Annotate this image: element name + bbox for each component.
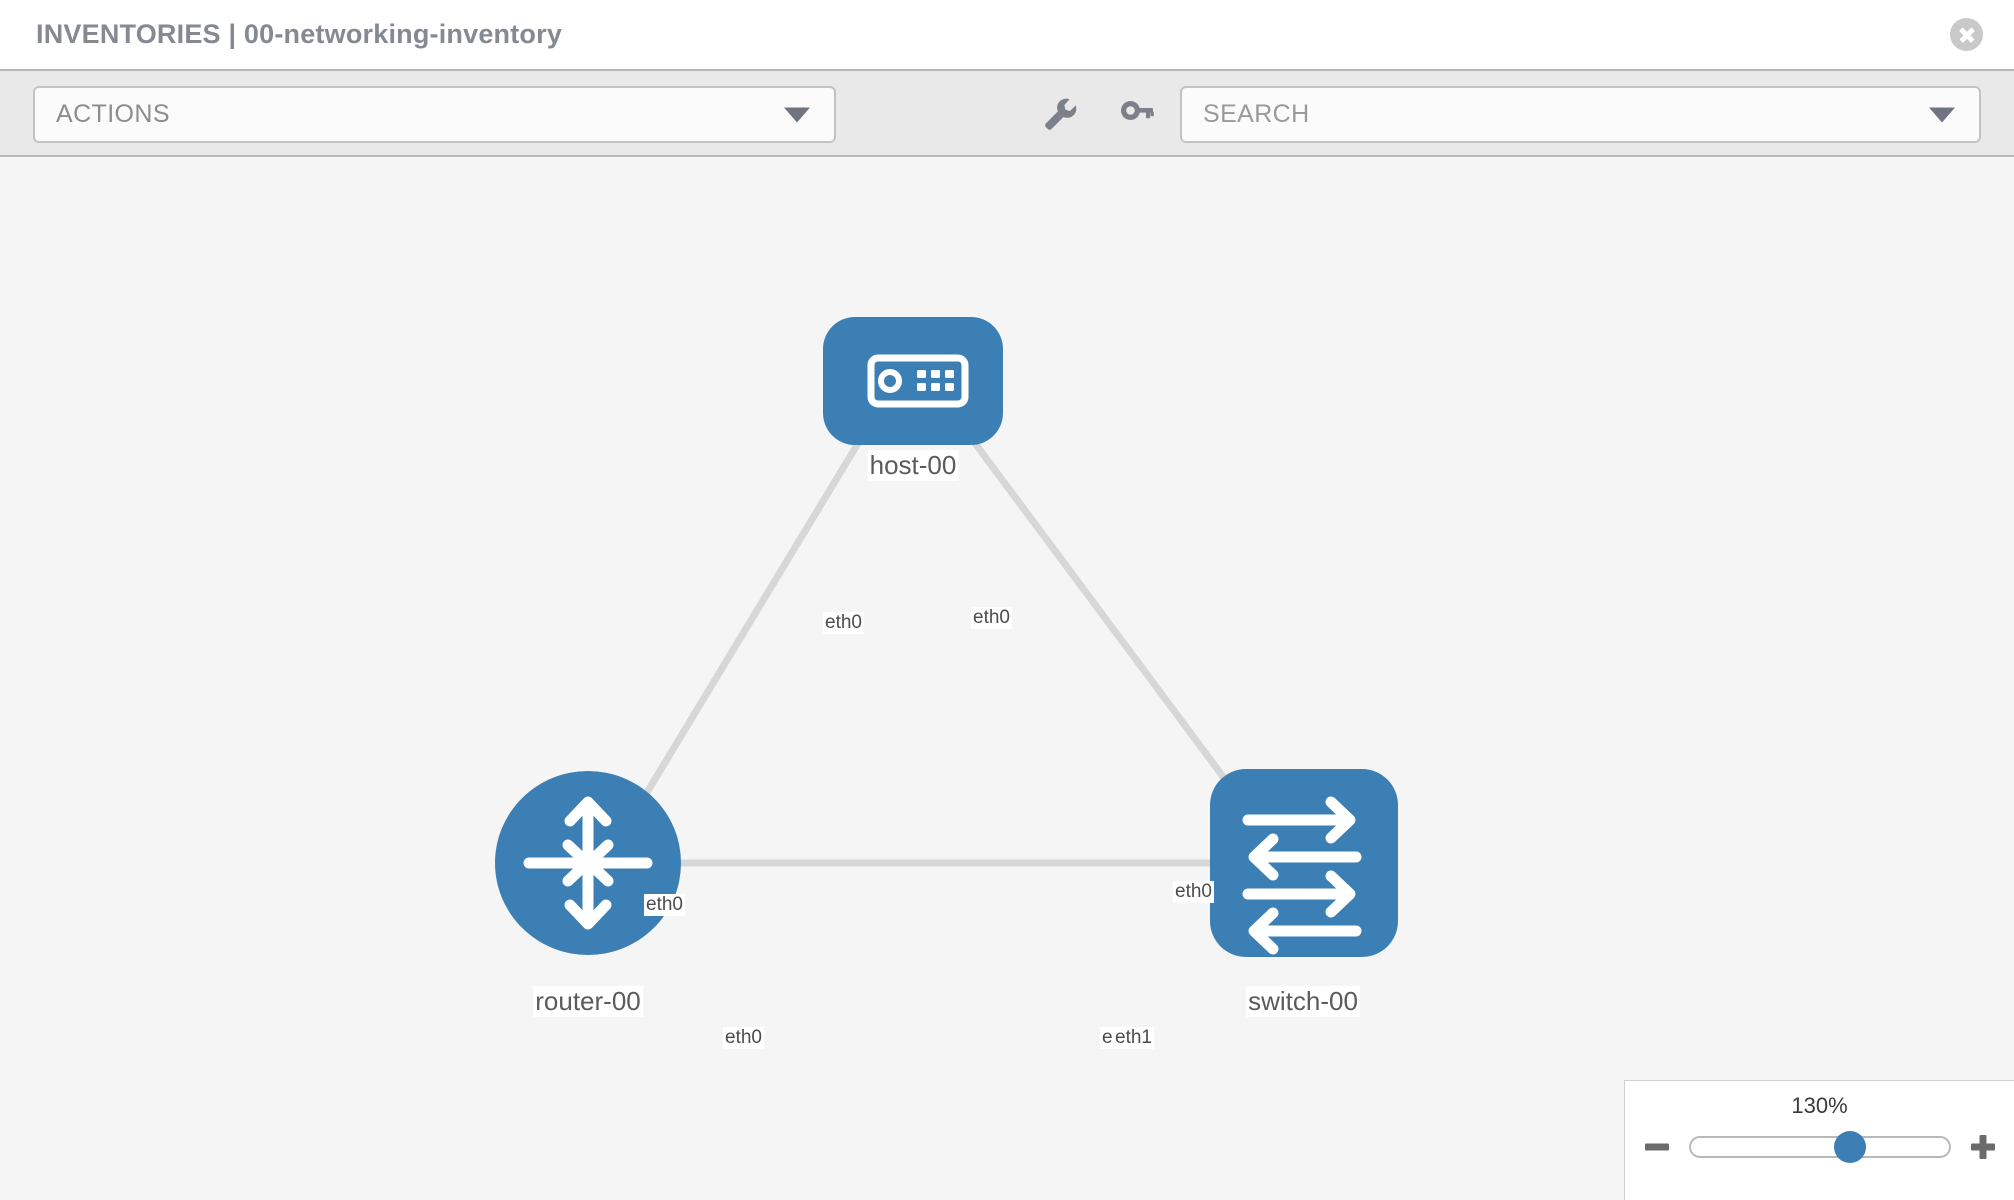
zoom-control-panel: 130% [1624,1080,2014,1200]
server-icon [867,354,969,408]
node-router-00 [495,771,681,955]
chevron-down-icon [784,107,810,122]
topology-graph [495,317,1398,957]
topology-edges [617,404,1265,867]
search-placeholder: SEARCH [1203,100,1310,128]
wrench-icon[interactable] [1040,93,1080,133]
node-switch-00 [1210,769,1398,957]
zoom-slider-thumb[interactable] [1834,1131,1867,1163]
zoom-slider[interactable] [1688,1131,1951,1163]
search-input[interactable]: SEARCH [1180,86,1981,143]
iface-label-host00-right: eth0 [971,607,1012,629]
node-label-host-00: host-00 [867,450,959,481]
node-label-router-00: router-00 [533,986,643,1017]
zoom-level-label: 130% [1791,1093,1848,1118]
page-title: INVENTORIES | 00-networking-inventory [36,19,563,49]
toolbar-icon-group [1040,93,1156,133]
node-label-switch-00: switch-00 [1246,986,1360,1017]
iface-label-router00-eth0: eth0 [723,1027,764,1049]
router-arrows-icon [523,796,653,930]
toolbar: ACTIONS SEARCH [0,69,2014,157]
iface-label-switch00-uplink: eth0 [1173,881,1214,903]
topology-canvas[interactable]: host-00 router-00 switch-00 eth0 eth0 et… [0,157,2014,1200]
minus-icon[interactable] [1643,1133,1671,1161]
close-icon[interactable] [1950,18,1983,51]
window-header: INVENTORIES | 00-networking-inventory [0,0,2014,69]
actions-dropdown[interactable]: ACTIONS [33,86,836,143]
iface-label-switch00-eth1: eth1 [1113,1027,1154,1049]
edge-host00-switch00 [945,404,1265,832]
actions-dropdown-label: ACTIONS [56,100,170,128]
switch-arrows-icon [1242,796,1362,955]
chevron-down-icon[interactable] [1929,107,1955,122]
edge-host00-router00 [617,405,883,839]
iface-label-host00-left: eth0 [823,612,864,634]
zoom-slider-row [1625,1131,2014,1163]
plus-icon[interactable] [1969,1133,1997,1161]
server-icon-details [878,369,954,393]
node-host-00 [823,317,1003,445]
key-icon[interactable] [1116,93,1156,133]
iface-label-router00-uplink: eth0 [644,894,685,916]
